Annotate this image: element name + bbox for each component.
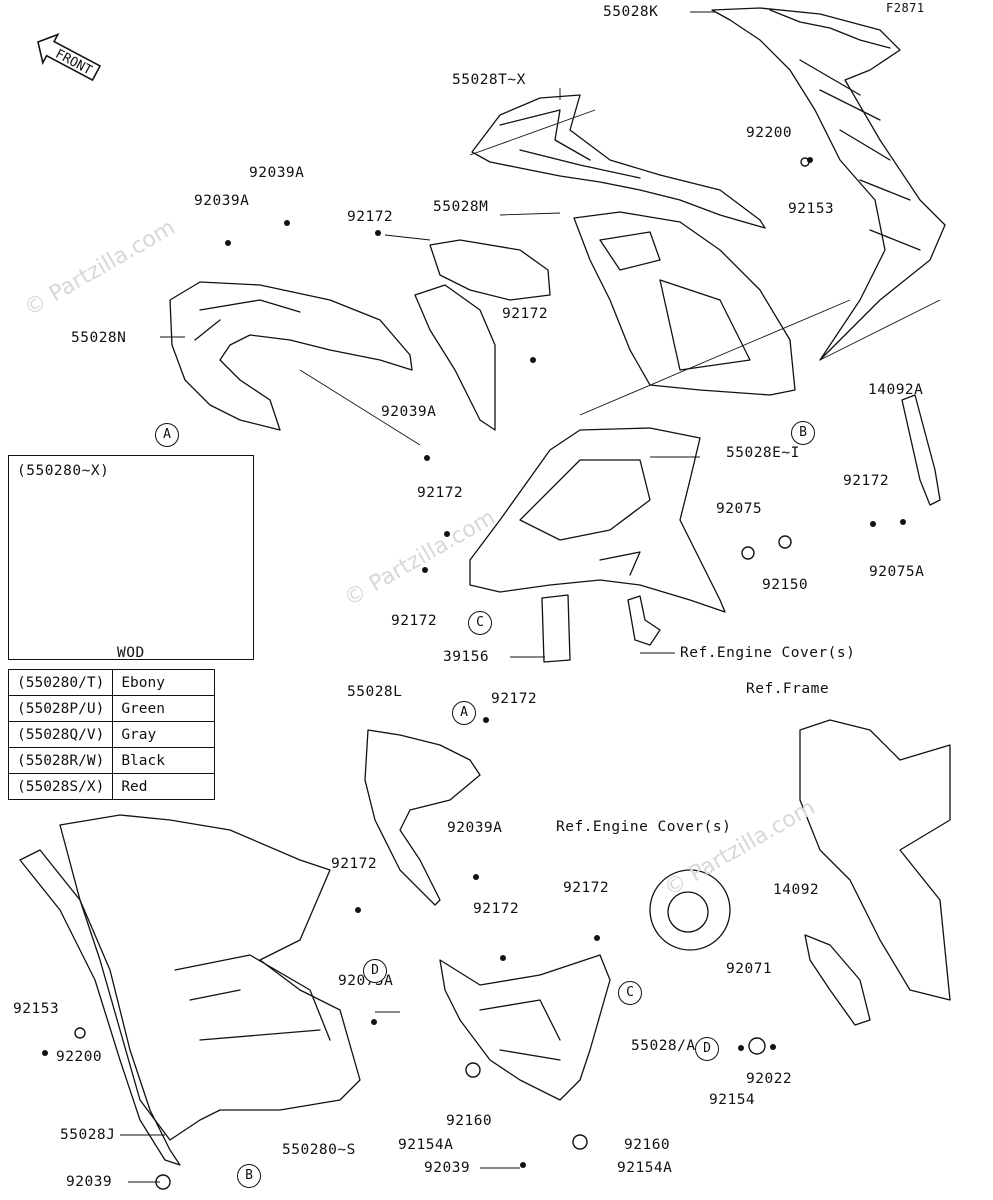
part-label: 550280~S <box>282 1142 356 1158</box>
inner-fairing <box>573 211 796 396</box>
color-name: Gray <box>112 721 216 748</box>
belly-pan <box>439 954 611 1101</box>
part-label: 92153 <box>788 201 835 217</box>
table-row: (550280/T)Ebony <box>7 669 216 696</box>
part-label: 92172 <box>331 856 378 872</box>
pad-39156 <box>541 594 571 663</box>
callout-circle: B <box>237 1164 261 1188</box>
part-label: 92172 <box>502 306 549 322</box>
color-code: (55028S/X) <box>7 773 114 800</box>
callout-circle: C <box>468 611 492 635</box>
deflector-14092A <box>901 394 941 506</box>
part-label: 92039 <box>424 1160 471 1176</box>
part-label: 55028/A~D <box>631 1038 715 1054</box>
part-label: 92172 <box>563 880 610 896</box>
table-row: (55028S/X)Red <box>7 773 216 800</box>
part-label: 92150 <box>762 577 809 593</box>
part-label: 55028M <box>433 199 489 215</box>
panel-55028M <box>429 239 551 301</box>
part-label: 55028L <box>347 684 403 700</box>
part-label: 92075A <box>869 564 925 580</box>
color-name: Red <box>112 773 216 800</box>
part-label: 55028K <box>603 4 659 20</box>
part-label: 92154 <box>709 1092 756 1108</box>
part-label: 92154A <box>398 1137 454 1153</box>
inset-box: (550280~X) WOD <box>8 455 254 660</box>
part-label: 39156 <box>443 649 490 665</box>
part-label: 92039A <box>447 820 503 836</box>
table-row: (55028P/U)Green <box>7 695 216 722</box>
part-label: 92172 <box>473 901 520 917</box>
front-direction-arrow: FRONT <box>37 32 102 82</box>
part-label: 92039A <box>381 404 437 420</box>
figure-id: F2871 <box>886 1 925 15</box>
part-label: 92160 <box>624 1137 671 1153</box>
part-label: 92160 <box>446 1113 493 1129</box>
inset-subtitle: WOD <box>117 645 145 661</box>
part-label: 92039A <box>249 165 305 181</box>
part-label: 92200 <box>56 1049 103 1065</box>
part-label: 92154A <box>617 1160 673 1176</box>
part-label: 55028N <box>71 330 127 346</box>
panel-55028L <box>364 729 481 906</box>
part-label: 92172 <box>491 691 538 707</box>
part-label: 92022 <box>746 1071 793 1087</box>
callout-circle: D <box>363 959 387 983</box>
part-label: 92075 <box>716 501 763 517</box>
color-name: Black <box>112 747 216 774</box>
part-label: Ref.Engine Cover(s) <box>680 645 856 661</box>
part-label: 92071 <box>726 961 773 977</box>
part-label: 55028T~X <box>452 72 526 88</box>
color-code: (55028Q/V) <box>7 721 114 748</box>
part-label: 92172 <box>843 473 890 489</box>
part-label: Ref.Frame <box>746 681 830 697</box>
part-label: 92172 <box>347 209 394 225</box>
part-label: 14092A <box>868 382 924 398</box>
callout-circle: C <box>618 981 642 1005</box>
part-label: 92172 <box>417 485 464 501</box>
color-code: (55028R/W) <box>7 747 114 774</box>
callout-circle: B <box>791 421 815 445</box>
color-code-table: (550280/T)Ebony (55028P/U)Green (55028Q/… <box>7 669 216 800</box>
color-name: Green <box>112 695 216 722</box>
deflector-14092 <box>804 934 871 1026</box>
color-name: Ebony <box>112 669 216 696</box>
inset-title: (550280~X) <box>17 463 110 479</box>
table-row: (55028Q/V)Gray <box>7 721 216 748</box>
part-label: 92039 <box>66 1174 113 1190</box>
upper-cowl-right <box>711 7 946 361</box>
frame-outline <box>799 719 951 1001</box>
part-label: 14092 <box>773 882 820 898</box>
part-label: 92039A <box>194 193 250 209</box>
color-code: (55028P/U) <box>7 695 114 722</box>
side-panel-55028N <box>169 281 413 431</box>
lower-cowl-large <box>59 814 361 1141</box>
callout-circle: A <box>452 701 476 725</box>
part-label: 92172 <box>391 613 438 629</box>
part-label: 55028J <box>60 1127 116 1143</box>
callout-circle: A <box>155 423 179 447</box>
part-label: 55028E~I <box>726 445 800 461</box>
part-label: 92153 <box>13 1001 60 1017</box>
side-panel-55028E <box>469 427 726 613</box>
part-label: Ref.Engine Cover(s) <box>556 819 732 835</box>
upper-cowl-center <box>471 94 766 229</box>
table-row: (55028R/W)Black <box>7 747 216 774</box>
color-code: (550280/T) <box>7 669 114 696</box>
part-label: 92200 <box>746 125 793 141</box>
callout-circle: D <box>695 1037 719 1061</box>
